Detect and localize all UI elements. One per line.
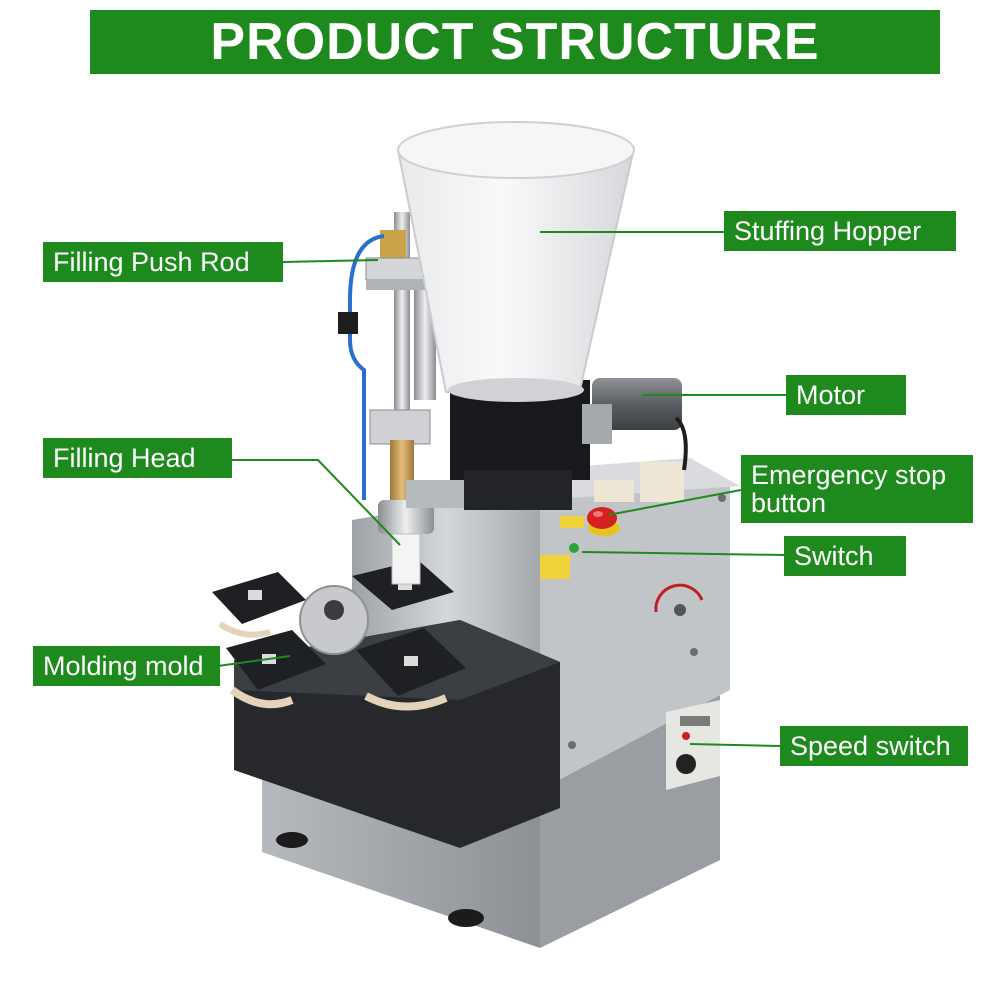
label-motor: Motor bbox=[786, 375, 906, 415]
label-emergency-stop-button: Emergency stop button bbox=[741, 455, 973, 523]
molding-mold-assembly bbox=[212, 560, 466, 711]
emergency-stop-icon bbox=[587, 507, 620, 536]
stuffing-hopper-icon bbox=[396, 121, 636, 510]
label-filling-head: Filling Head bbox=[43, 438, 232, 478]
label-emergency-stop-line1: Emergency stop bbox=[751, 460, 947, 490]
label-stuffing-hopper: Stuffing Hopper bbox=[724, 211, 956, 251]
label-speed-switch: Speed switch bbox=[780, 726, 968, 766]
switch-icon bbox=[569, 543, 579, 553]
page-title: PRODUCT STRUCTURE bbox=[90, 10, 940, 74]
motor-icon bbox=[582, 378, 688, 471]
label-emergency-stop-line2: button bbox=[751, 488, 827, 518]
leader-lines bbox=[217, 231, 786, 747]
label-filling-push-rod: Filling Push Rod bbox=[43, 242, 283, 282]
label-molding-mold: Molding mold bbox=[33, 646, 220, 686]
label-switch: Switch bbox=[784, 536, 906, 576]
